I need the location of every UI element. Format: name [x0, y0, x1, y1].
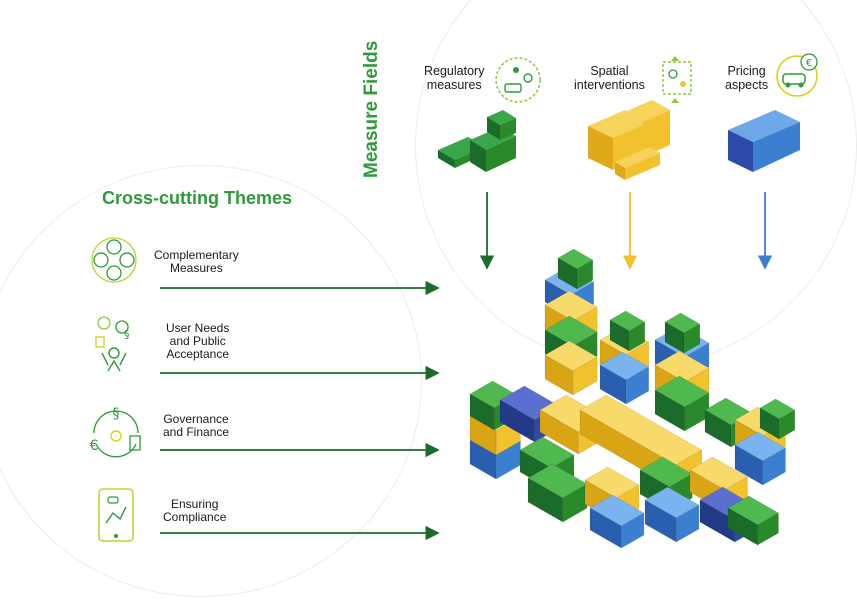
brick-structure [469, 248, 796, 549]
theme-label-complementary: Complementary Measures [154, 248, 239, 275]
cross-cutting-circle [0, 165, 422, 597]
governance-finance-icon: § € [90, 406, 141, 458]
cross-cutting-title: Cross-cutting Themes [102, 188, 293, 208]
theme-label-user-needs: User Needs and Public Acceptance [166, 321, 230, 361]
user-needs-icon: § [95, 316, 130, 372]
svg-text:€: € [806, 58, 812, 69]
pricing-bricks [728, 110, 800, 172]
svg-text:§: § [113, 406, 120, 422]
theme-label-governance: Governance and Finance [163, 412, 230, 439]
spatial-bricks [588, 100, 670, 180]
theme-label-compliance: Ensuring Compliance [163, 497, 227, 524]
phone-compliance-icon [98, 488, 134, 542]
car-euro-icon: € [776, 53, 818, 97]
regulatory-bricks [438, 110, 516, 172]
vehicles-icon [495, 57, 541, 103]
field-label-regulatory: Regulatory measures [424, 64, 485, 92]
mobility-modes-icon [91, 237, 137, 283]
field-label-pricing: Pricing aspects [725, 64, 769, 92]
svg-text:€: € [90, 438, 99, 454]
svg-text:§: § [124, 328, 130, 341]
city-map-icon [662, 56, 692, 103]
field-label-spatial: Spatial interventions [574, 64, 645, 92]
